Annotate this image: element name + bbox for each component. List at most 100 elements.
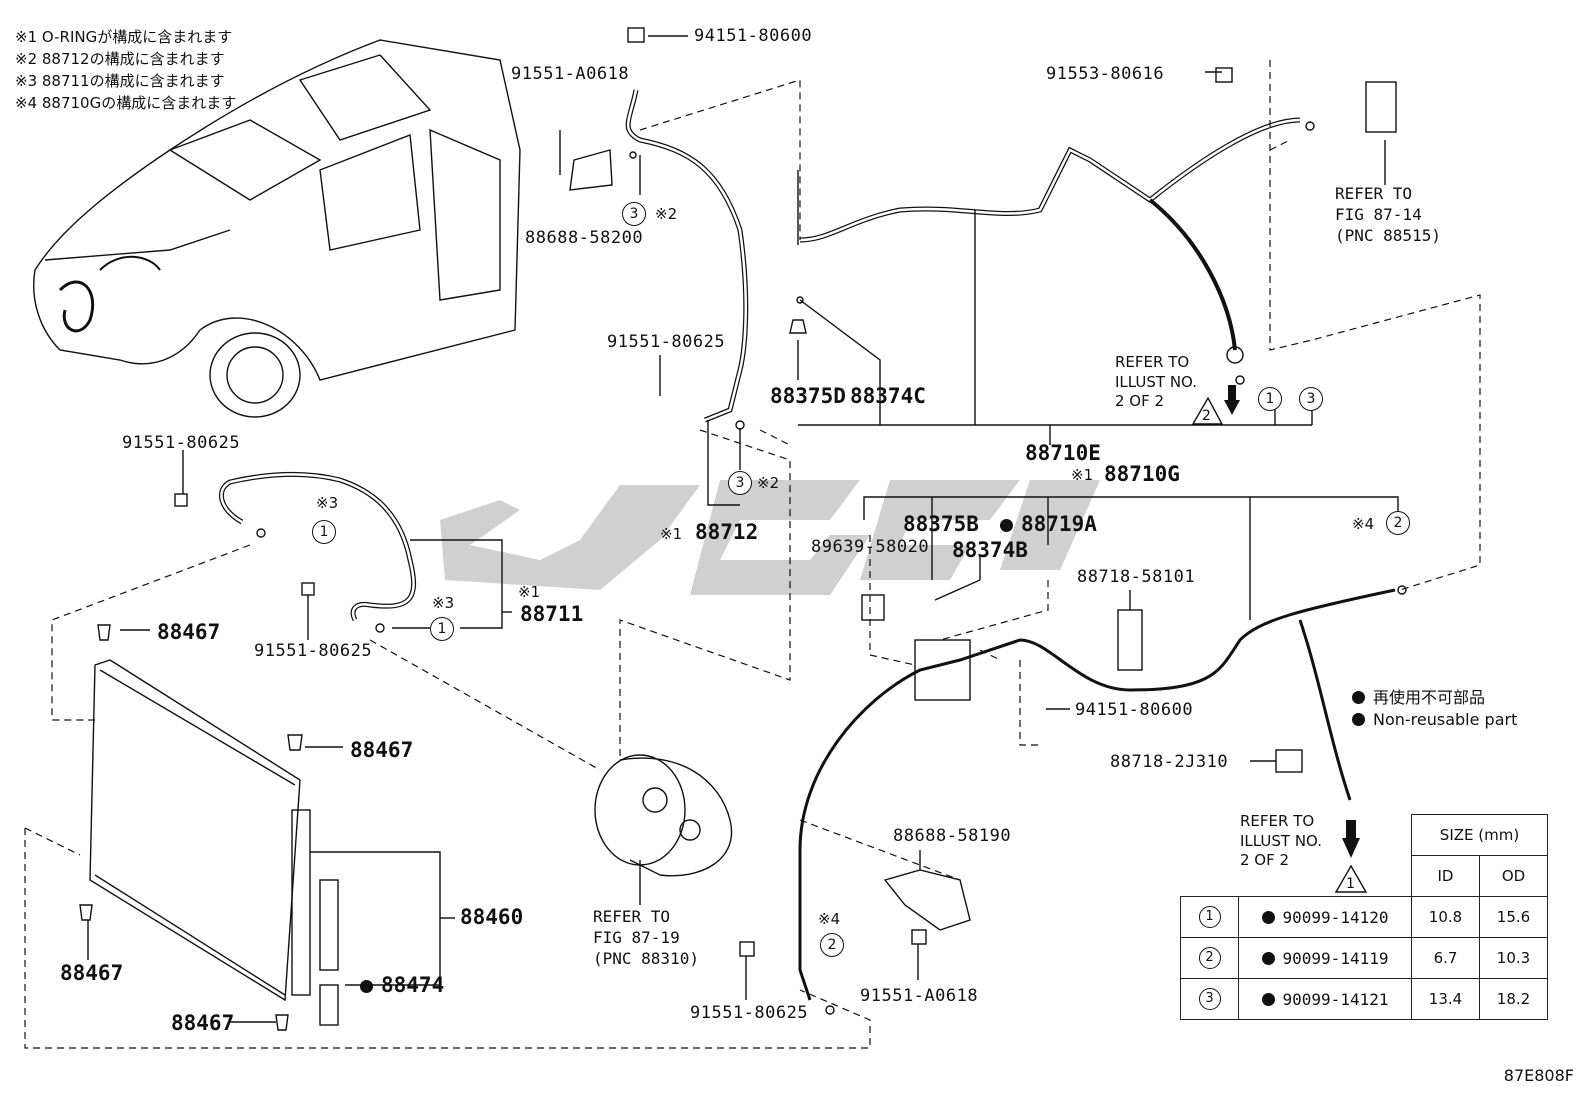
oring-callout-1-a[interactable]: 1 (312, 520, 336, 544)
oring-callout-3-b[interactable]: 3 (728, 471, 752, 495)
vehicle-illustration (33, 39, 521, 418)
bracket-88688-58190 (883, 869, 971, 931)
mark-4-b: ※4 (818, 910, 841, 928)
label-88460[interactable]: 88460 (460, 905, 524, 929)
label-88710G[interactable]: 88710G (1104, 462, 1180, 486)
label-88374C[interactable]: 88374C (850, 384, 926, 408)
label-91551-80625-bottom[interactable]: 91551-80625 (690, 1003, 809, 1023)
refer-fig-87-19[interactable]: REFER TO FIG 87-19 (PNC 88310) (593, 907, 699, 969)
ref-line: 2 OF 2 (1240, 851, 1290, 869)
col-od-header: OD (1479, 855, 1548, 897)
table-row: 3 90099-14121 13.4 18.2 (1180, 978, 1548, 1020)
row-id: 10.8 (1411, 896, 1480, 938)
label-91551-80625-mid[interactable]: 91551-80625 (607, 332, 726, 352)
mark-2-a: ※2 (655, 205, 678, 223)
label-94151-80600-top[interactable]: 94151-80600 (694, 26, 813, 46)
non-reusable-dot-icon (1352, 691, 1365, 704)
non-reusable-dot-icon (1261, 992, 1275, 1006)
table-row: 1 90099-14120 10.8 15.6 (1180, 896, 1548, 938)
label-88710E[interactable]: 88710E (1025, 441, 1101, 465)
caution-mark-bottom: 1 (1346, 876, 1355, 892)
refer-illust-top[interactable]: REFER TO ILLUST NO. 2 OF 2 (1115, 353, 1197, 412)
table-row: 2 90099-14119 6.7 10.3 (1180, 937, 1548, 979)
oring-callout-3-c[interactable]: 3 (1299, 387, 1323, 411)
row-part-number[interactable]: 90099-14121 (1282, 989, 1389, 1009)
leader-lines (87, 35, 1399, 1023)
oring-callout-3-a[interactable]: 3 (622, 202, 646, 226)
caution-triangle-top (1191, 396, 1224, 425)
label-88375B[interactable]: 88375B (903, 512, 979, 536)
oring-callout-2-a[interactable]: 2 (1386, 511, 1410, 535)
row-id: 6.7 (1411, 937, 1480, 979)
non-reusable-dot-icon (1000, 519, 1013, 532)
oring-callout-1-c[interactable]: 1 (1258, 387, 1282, 411)
label-88711[interactable]: 88711 (520, 602, 584, 626)
label-88467-b[interactable]: 88467 (350, 738, 414, 762)
mark-3-b: ※3 (432, 594, 455, 612)
label-94151-80600-low[interactable]: 94151-80600 (1075, 700, 1194, 720)
ref-line: FIG 87-19 (593, 927, 680, 947)
mark-2-b: ※2 (757, 474, 780, 492)
hose-88711 (174, 471, 417, 633)
label-88718-58101[interactable]: 88718-58101 (1077, 567, 1196, 587)
ref-line: REFER TO (1240, 812, 1315, 830)
mark-1-88712: ※1 (660, 525, 683, 543)
label-88467-d[interactable]: 88467 (171, 1011, 235, 1035)
row-number: 2 (1198, 947, 1221, 969)
ref-line: (PNC 88515) (1335, 225, 1441, 245)
arrow-down-icon-bottom (1342, 820, 1360, 858)
label-88467-c[interactable]: 88467 (60, 961, 124, 985)
ref-line: 2 OF 2 (1115, 392, 1165, 410)
mark-1-88710G: ※1 (1071, 466, 1094, 484)
watermark-logo (440, 480, 1100, 595)
label-88688-58200[interactable]: 88688-58200 (525, 228, 644, 248)
non-reusable-dot-icon (1352, 713, 1365, 726)
label-91551-A0618-top[interactable]: 91551-A0618 (511, 64, 630, 84)
ref-line: ILLUST NO. (1115, 372, 1198, 391)
non-reusable-dot-icon (1261, 951, 1275, 965)
footnote-2: ※2 88712の構成に含まれます (15, 50, 225, 68)
label-88374B[interactable]: 88374B (952, 538, 1028, 562)
row-id: 13.4 (1411, 978, 1480, 1020)
label-88718-2J310[interactable]: 88718-2J310 (1110, 752, 1229, 772)
label-88467-a[interactable]: 88467 (157, 620, 221, 644)
ref-line: REFER TO (593, 907, 671, 926)
ref-line: REFER TO (1335, 184, 1413, 203)
label-88712[interactable]: 88712 (695, 520, 759, 544)
dashed-boundaries (24, 60, 1481, 1049)
legend-en: Non-reusable part (1352, 710, 1517, 729)
row-number: 1 (1198, 906, 1221, 928)
refer-illust-bottom[interactable]: REFER TO ILLUST NO. 2 OF 2 (1240, 812, 1322, 871)
label-88375D[interactable]: 88375D (770, 384, 846, 408)
label-88474[interactable]: 88474 (360, 975, 444, 996)
label-91551-A0618-low[interactable]: 91551-A0618 (860, 986, 979, 1006)
row-part-number[interactable]: 90099-14119 (1282, 948, 1389, 968)
oring-size-table: SIZE (mm) ID OD 1 90099-14120 10.8 15.6 … (1180, 814, 1548, 1020)
label-88719A[interactable]: 88719A (1000, 514, 1097, 535)
row-part-number[interactable]: 90099-14120 (1282, 907, 1389, 927)
row-od: 10.3 (1479, 937, 1548, 979)
pipe-88710E (789, 67, 1397, 385)
non-reusable-dot-icon (360, 980, 373, 993)
footnote-3: ※3 88711の構成に含まれます (15, 72, 225, 90)
footnote-1: ※1 O-RINGが構成に含まれます (15, 28, 233, 46)
label-89639-58020[interactable]: 89639-58020 (811, 537, 930, 557)
figure-code: 87E808F (1503, 1066, 1574, 1085)
caution-triangle-bottom (1334, 864, 1368, 893)
row-od: 18.2 (1479, 978, 1548, 1020)
refer-fig-87-14[interactable]: REFER TO FIG 87-14 (PNC 88515) (1335, 184, 1441, 246)
arrow-down-icon-top (1224, 385, 1240, 415)
ref-line: ILLUST NO. (1240, 831, 1323, 850)
label-91551-80625-low[interactable]: 91551-80625 (254, 641, 373, 661)
label-88688-58190[interactable]: 88688-58190 (893, 826, 1012, 846)
label-91551-80625-left[interactable]: 91551-80625 (122, 433, 241, 453)
footnote-4: ※4 88710Gの構成に含まれます (15, 94, 237, 112)
oring-callout-1-b[interactable]: 1 (430, 617, 454, 641)
ref-line: REFER TO (1115, 353, 1190, 371)
condenser-88460 (79, 624, 339, 1031)
label-91553-80616[interactable]: 91553-80616 (1046, 64, 1165, 84)
pipe-88710G (798, 585, 1407, 1001)
mark-1-88711: ※1 (518, 583, 541, 601)
oring-callout-2-b[interactable]: 2 (820, 933, 844, 957)
